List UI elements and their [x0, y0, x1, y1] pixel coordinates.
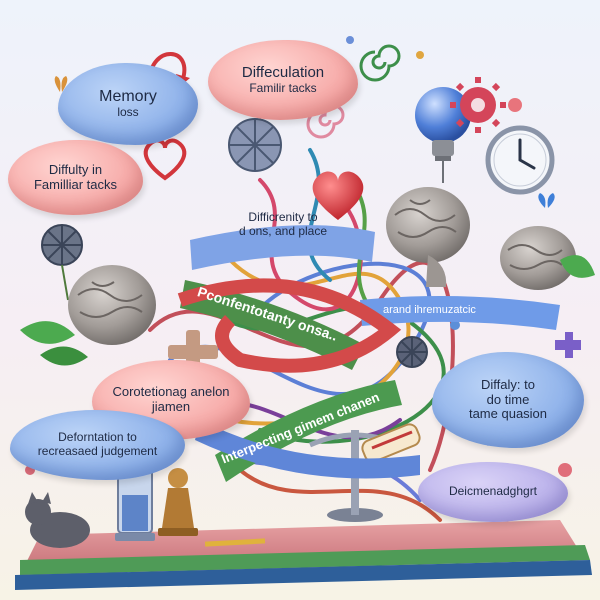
butterfly-icon — [538, 193, 555, 208]
bubble-memory-loss-line2: loss — [117, 105, 139, 120]
bubble-diffaly-line2: do time — [486, 391, 530, 407]
bubble-diffaly: Diffaly: to do time tame quasion — [432, 352, 584, 448]
pencil-icon — [204, 538, 266, 547]
ribbon-arand-text: arand ihremuzatcic — [383, 304, 476, 316]
bubble-difficrenity-line2: d ons, and place — [238, 224, 328, 238]
clock-icon — [485, 125, 555, 195]
bubble-corotetion-line2: jiamen — [151, 399, 191, 414]
bubble-deforntation: Deforntation to recreasaed judgement — [10, 410, 185, 480]
bubble-deforntation-line1: Deforntation to — [58, 430, 137, 445]
decorative-dots — [25, 36, 572, 477]
cat-icon — [25, 492, 90, 548]
heart-icon — [143, 138, 187, 181]
bubble-deforntation-line2: recreasaed judgement — [37, 444, 158, 458]
bubble-difficrenity: Difficrenity to d ons, and place — [203, 195, 363, 255]
bubble-diffulty-familiar-line1: Diffulty in — [48, 161, 103, 177]
gauge-tag-icon — [361, 423, 421, 463]
dandelion-icon — [396, 336, 428, 368]
bubble-deicmenadghgrt: Deicmenadghgrt — [418, 462, 568, 522]
bubble-diffulty-familiar-line2: Familliar tacks — [33, 176, 118, 192]
dandelion-icon — [41, 224, 83, 301]
brain-icon — [68, 265, 156, 345]
bubble-diffeculation-line2: Familir tacks — [249, 80, 317, 95]
bubble-diffeculation: Diffeculation Familir tacks — [208, 40, 358, 120]
heart-icon — [312, 171, 364, 220]
bubble-corotetion-line1: Corotetionag anelon — [112, 384, 230, 400]
brain-icon — [386, 187, 470, 287]
bubble-memory-loss: Memory loss — [58, 63, 198, 145]
bubble-diffeculation-line1: Diffeculation — [241, 64, 325, 82]
bubble-diffulty-familiar: Diffulty in Familliar tacks — [8, 140, 143, 215]
ribbon-pconfentotant — [180, 280, 365, 370]
lightbulb-icon — [415, 87, 471, 183]
ribbon-difficrenity — [190, 225, 375, 270]
bubble-diffaly-line3: tame quasion — [468, 406, 548, 422]
bubble-deicmenadghgrt-line1: Deicmenadghgrt — [448, 484, 538, 499]
spiral-icon — [359, 44, 401, 82]
gear-icon — [450, 77, 506, 133]
puzzle-icon — [555, 332, 581, 358]
ribbon-red-swirl — [177, 278, 402, 373]
brain-icon — [500, 226, 576, 290]
bubble-difficrenity-line1: Difficrenity to — [248, 210, 318, 225]
pawn-icon — [158, 468, 198, 536]
leaf-icon — [20, 255, 595, 366]
bubble-memory-loss-line1: Memory — [99, 87, 157, 105]
dandelion-icon — [228, 118, 282, 172]
spiral-icon-2 — [306, 104, 345, 139]
ribbon-arand — [360, 296, 560, 330]
bubble-diffaly-line1: Diffaly: to — [481, 376, 535, 392]
ribbon-blue-lower — [195, 420, 420, 479]
